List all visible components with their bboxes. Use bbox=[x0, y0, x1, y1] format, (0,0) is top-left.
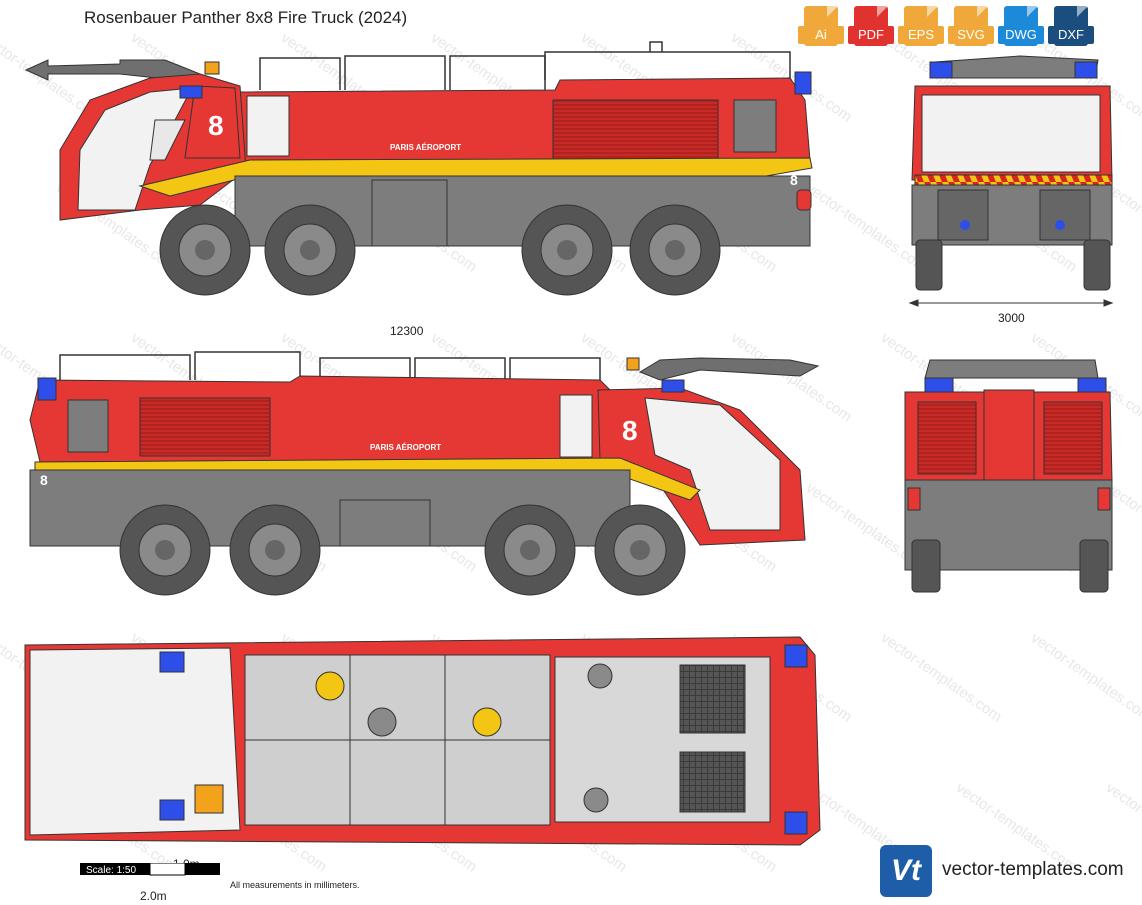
svg-file-icon[interactable]: SVG bbox=[948, 4, 994, 50]
svg-text:8: 8 bbox=[622, 415, 638, 446]
dwg-file-icon[interactable]: DWG bbox=[998, 4, 1044, 50]
format-label: DXF bbox=[1048, 26, 1094, 44]
svg-text:8: 8 bbox=[40, 472, 48, 488]
file-fold bbox=[927, 6, 938, 17]
eps-file-icon[interactable]: EPS bbox=[898, 4, 944, 50]
svg-text:PARIS AÉROPORT: PARIS AÉROPORT bbox=[370, 443, 441, 452]
brand-logo: Vt bbox=[880, 845, 932, 897]
scale-bar: Scale: 1:50 bbox=[80, 863, 220, 876]
brand[interactable]: Vt vector-templates.com bbox=[880, 845, 1130, 897]
file-fold bbox=[977, 6, 988, 17]
scale-2m-label: 2.0m bbox=[140, 889, 167, 903]
length-label: 12300 bbox=[390, 324, 424, 338]
measurement-note: All measurements in millimeters. bbox=[230, 880, 360, 890]
format-label: EPS bbox=[898, 26, 944, 44]
wheels-side-1 bbox=[159, 204, 721, 296]
rear-view bbox=[904, 359, 1113, 593]
monitor-turret-2 bbox=[638, 357, 820, 381]
file-fold bbox=[1027, 6, 1038, 17]
file-fold bbox=[827, 6, 838, 17]
brand-text: vector-templates.com bbox=[942, 859, 1124, 880]
side-view-left: 8 PARIS AÉROPORT 8 bbox=[24, 41, 813, 296]
top-view bbox=[24, 636, 821, 846]
svg-text:8: 8 bbox=[790, 172, 798, 188]
file-fold bbox=[877, 6, 888, 17]
dxf-file-icon[interactable]: DXF bbox=[1048, 4, 1094, 50]
width-dimension bbox=[908, 299, 1114, 307]
format-label: PDF bbox=[848, 26, 894, 44]
truck-number-text: 8 bbox=[208, 110, 224, 141]
ai-file-icon[interactable]: Ai bbox=[798, 4, 844, 50]
side-view-right: PARIS AÉROPORT 8 8 bbox=[29, 351, 820, 596]
airport-text: PARIS AÉROPORT bbox=[390, 143, 461, 152]
format-label: SVG bbox=[948, 26, 994, 44]
rear-compartment-window bbox=[733, 99, 777, 153]
pdf-file-icon[interactable]: PDF bbox=[848, 4, 894, 50]
roof-rails bbox=[259, 41, 791, 90]
format-label: DWG bbox=[998, 26, 1044, 44]
rear-grille bbox=[552, 99, 719, 166]
main-body bbox=[239, 77, 811, 171]
format-label: Ai bbox=[798, 26, 844, 44]
svg-text:Scale: 1:50: Scale: 1:50 bbox=[86, 865, 136, 876]
file-fold bbox=[1077, 6, 1088, 17]
width-label: 3000 bbox=[998, 311, 1025, 325]
page-title: Rosenbauer Panther 8x8 Fire Truck (2024) bbox=[84, 8, 408, 27]
front-view bbox=[911, 55, 1113, 291]
